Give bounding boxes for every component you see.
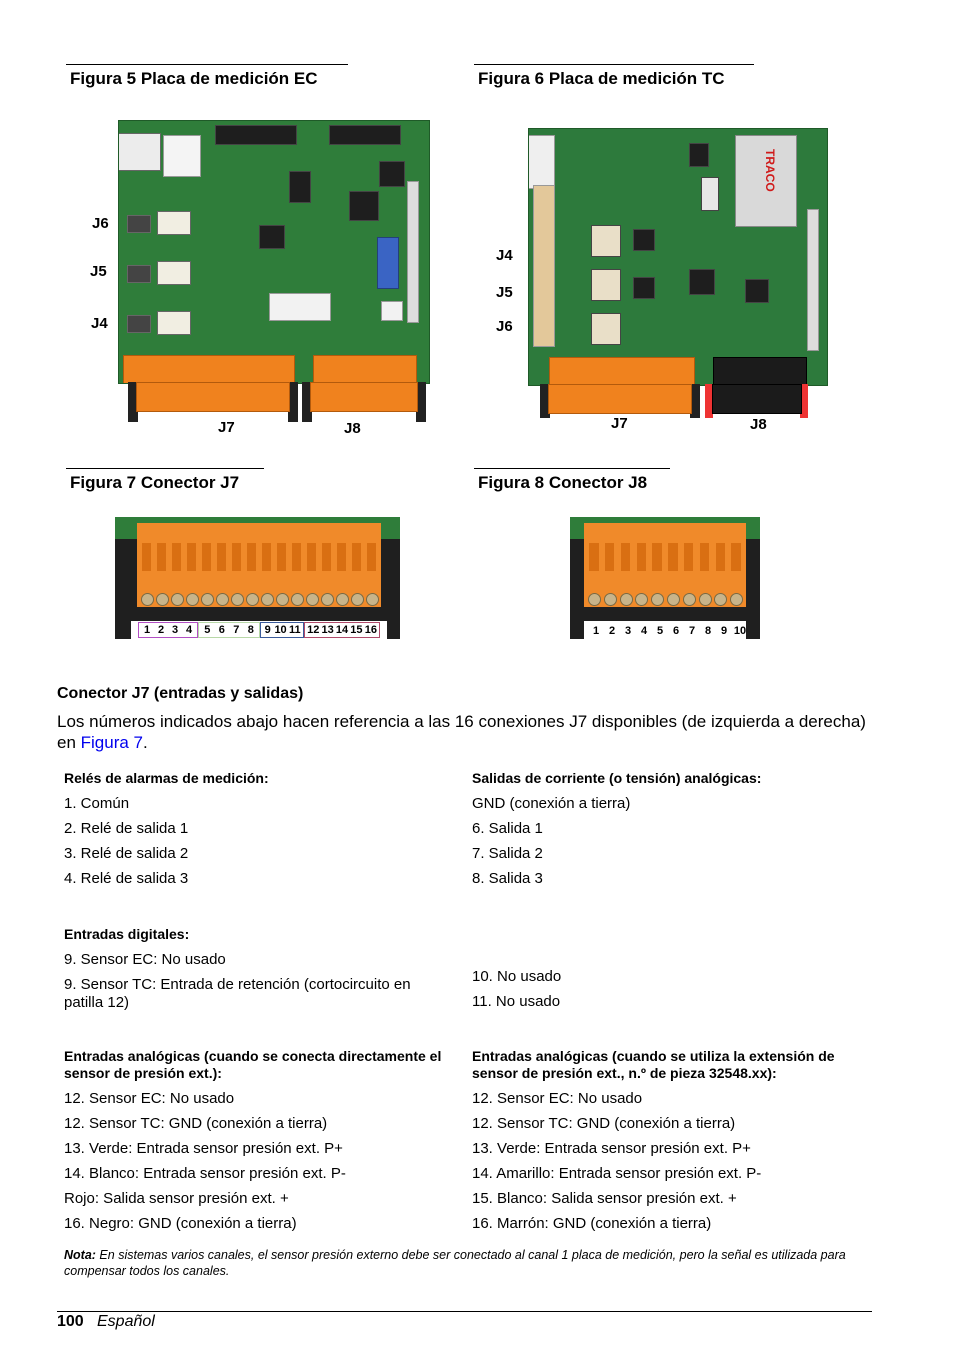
list-item: 16. Negro: GND (conexión a tierra) bbox=[64, 1215, 297, 1232]
list-item: 7. Salida 2 bbox=[472, 845, 543, 862]
fig5-label-j5: J5 bbox=[90, 263, 107, 280]
footer-language: Español bbox=[97, 1313, 155, 1330]
footer-rule bbox=[57, 1311, 872, 1313]
j8-pin-7: 7 bbox=[688, 625, 696, 637]
fig5-label-j4: J4 bbox=[91, 315, 108, 332]
relay-title: Relés de alarmas de medición: bbox=[64, 770, 269, 786]
analog-in-ext-title: Entradas analógicas (cuando se utiliza l… bbox=[472, 1048, 835, 1081]
digital-in-list: Entradas digitales: 9. Sensor EC: No usa… bbox=[64, 926, 444, 1019]
digital-in-title: Entradas digitales: bbox=[64, 926, 190, 942]
j8-pin-3: 3 bbox=[624, 625, 632, 637]
j8-pin-5: 5 bbox=[656, 625, 664, 637]
relay-list: Relés de alarmas de medición: 1. Común 2… bbox=[64, 770, 444, 895]
figure-5-caption: Figura 5 Placa de medición EC bbox=[66, 64, 348, 89]
j7-pin-8: 8 bbox=[247, 624, 254, 636]
list-item: GND (conexión a tierra) bbox=[472, 795, 631, 812]
list-item: 2. Relé de salida 1 bbox=[64, 820, 189, 837]
note: Nota: En sistemas varios canales, el sen… bbox=[64, 1247, 854, 1279]
j7-pin-4: 4 bbox=[185, 624, 193, 636]
j7-pin-11: 11 bbox=[289, 624, 301, 636]
analog-out-title: Salidas de corriente (o tensión) analógi… bbox=[472, 770, 762, 786]
section-heading: Conector J7 (entradas y salidas) bbox=[57, 685, 304, 702]
j7-pin-5: 5 bbox=[204, 624, 211, 636]
list-item: 13. Verde: Entrada sensor presión ext. P… bbox=[64, 1140, 343, 1157]
list-item: 11. No usado bbox=[472, 993, 561, 1010]
list-item: 14. Blanco: Entrada sensor presión ext. … bbox=[64, 1165, 346, 1182]
analog-out-list: Salidas de corriente (o tensión) analógi… bbox=[472, 770, 872, 895]
note-label: Nota: bbox=[64, 1248, 96, 1262]
unused-list: 10. No usado 11. No usado bbox=[472, 968, 852, 1018]
list-item: 14. Amarillo: Entrada sensor presión ext… bbox=[472, 1165, 762, 1182]
j7-pin-13: 13 bbox=[321, 624, 334, 636]
list-item: 9. Sensor TC: Entrada de retención (cort… bbox=[64, 976, 411, 1011]
j7-pin-16: 16 bbox=[364, 624, 377, 636]
intro-paragraph: Los números indicados abajo hacen refere… bbox=[57, 711, 877, 753]
page-number: 100 bbox=[57, 1313, 84, 1330]
j8-pin-1: 1 bbox=[592, 625, 600, 637]
list-item: 16. Marrón: GND (conexión a tierra) bbox=[472, 1215, 712, 1232]
list-item: Rojo: Salida sensor presión ext. + bbox=[64, 1190, 289, 1207]
j8-pin-numbers: 1 2 3 4 5 6 7 8 9 10 bbox=[588, 625, 748, 637]
list-item: 1. Común bbox=[64, 795, 130, 812]
analog-in-direct-title: Entradas analógicas (cuando se conecta d… bbox=[64, 1048, 442, 1081]
j7-pin-12: 12 bbox=[307, 624, 320, 636]
fig6-label-j4: J4 bbox=[496, 247, 513, 264]
figure-8-caption: Figura 8 Conector J8 bbox=[474, 468, 670, 493]
j8-pin-10: 10 bbox=[733, 625, 747, 637]
j7-pin-10: 10 bbox=[274, 624, 287, 636]
list-item: 12. Sensor EC: No usado bbox=[472, 1090, 643, 1107]
j7-pin-3: 3 bbox=[171, 624, 179, 636]
j8-pin-2: 2 bbox=[608, 625, 616, 637]
list-item: 3. Relé de salida 2 bbox=[64, 845, 189, 862]
list-item: 9. Sensor EC: No usado bbox=[64, 951, 226, 968]
j7-pin-9: 9 bbox=[264, 624, 271, 636]
j7-pin-14: 14 bbox=[335, 624, 349, 636]
intro-text: Los números indicados abajo hacen refere… bbox=[57, 712, 866, 752]
fig6-label-j6: J6 bbox=[496, 318, 513, 335]
list-item: 15. Blanco: Salida sensor presión ext. + bbox=[472, 1190, 737, 1207]
fig6-label-j8: J8 bbox=[750, 416, 767, 433]
fig6-label-j5: J5 bbox=[496, 284, 513, 301]
analog-in-direct-list: Entradas analógicas (cuando se conecta d… bbox=[64, 1048, 444, 1240]
fig6-label-j7: J7 bbox=[611, 415, 628, 432]
list-item: 8. Salida 3 bbox=[472, 870, 543, 887]
analog-in-ext-list: Entradas analógicas (cuando se utiliza l… bbox=[472, 1048, 872, 1240]
figure-7-caption: Figura 7 Conector J7 bbox=[66, 468, 264, 493]
j8-pin-8: 8 bbox=[704, 625, 712, 637]
j8-pin-9: 9 bbox=[720, 625, 728, 637]
j8-pin-6: 6 bbox=[672, 625, 680, 637]
list-item: 12. Sensor TC: GND (conexión a tierra) bbox=[472, 1115, 736, 1132]
figure-7-link[interactable]: Figura 7 bbox=[80, 733, 144, 752]
list-item: 10. No usado bbox=[472, 968, 562, 985]
j7-pin-6: 6 bbox=[218, 624, 225, 636]
j7-pin-1: 1 bbox=[143, 624, 151, 636]
j7-pin-2: 2 bbox=[157, 624, 165, 636]
fig5-label-j6: J6 bbox=[92, 215, 109, 232]
figure-6-caption: Figura 6 Placa de medición TC bbox=[474, 64, 754, 89]
j7-pin-numbers: 1 2 3 4 5 6 7 8 9 10 11 12 13 14 15 16 bbox=[138, 622, 380, 638]
note-text: En sistemas varios canales, el sensor pr… bbox=[64, 1248, 846, 1278]
intro-text-end: . bbox=[143, 733, 148, 752]
fig5-label-j8: J8 bbox=[344, 420, 361, 437]
j7-pin-7: 7 bbox=[233, 624, 240, 636]
list-item: 12. Sensor EC: No usado bbox=[64, 1090, 235, 1107]
j7-pin-15: 15 bbox=[350, 624, 363, 636]
list-item: 12. Sensor TC: GND (conexión a tierra) bbox=[64, 1115, 328, 1132]
list-item: 6. Salida 1 bbox=[472, 820, 543, 837]
fig5-label-j7: J7 bbox=[218, 419, 235, 436]
list-item: 4. Relé de salida 3 bbox=[64, 870, 189, 887]
list-item: 13. Verde: Entrada sensor presión ext. P… bbox=[472, 1140, 751, 1157]
j8-pin-4: 4 bbox=[640, 625, 648, 637]
